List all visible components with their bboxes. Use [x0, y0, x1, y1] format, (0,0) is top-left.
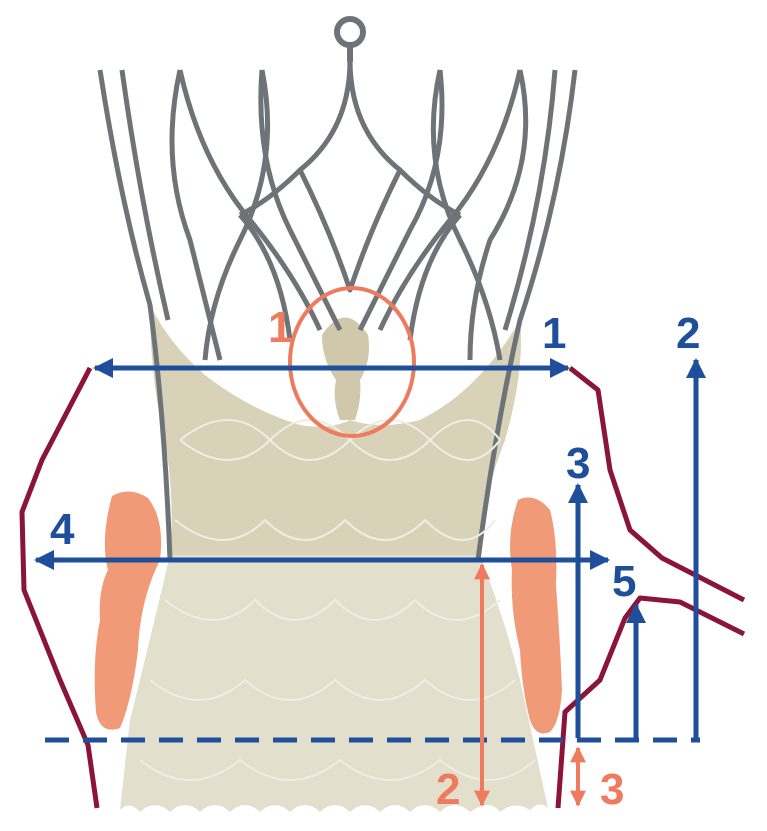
label-blue-4: 4: [50, 508, 74, 552]
stent-strut: [300, 170, 400, 290]
coronary-ostium-wall: [558, 598, 744, 808]
label-orange-1: 1: [268, 306, 292, 350]
stent-top-loop: [337, 19, 363, 62]
stent-strut: [205, 70, 268, 360]
label-blue-5: 5: [612, 560, 636, 604]
label-blue-3: 3: [566, 442, 590, 486]
label-orange-2: 2: [436, 768, 460, 812]
stent-strut: [470, 70, 526, 360]
aortic-wall-right: [570, 368, 744, 600]
label-blue-2: 2: [676, 312, 700, 356]
stent-strut: [380, 70, 520, 330]
label-blue-1: 1: [542, 312, 566, 356]
stent-strut: [410, 215, 460, 340]
label-orange-3: 3: [600, 768, 624, 812]
top-eyelet: [337, 19, 363, 45]
